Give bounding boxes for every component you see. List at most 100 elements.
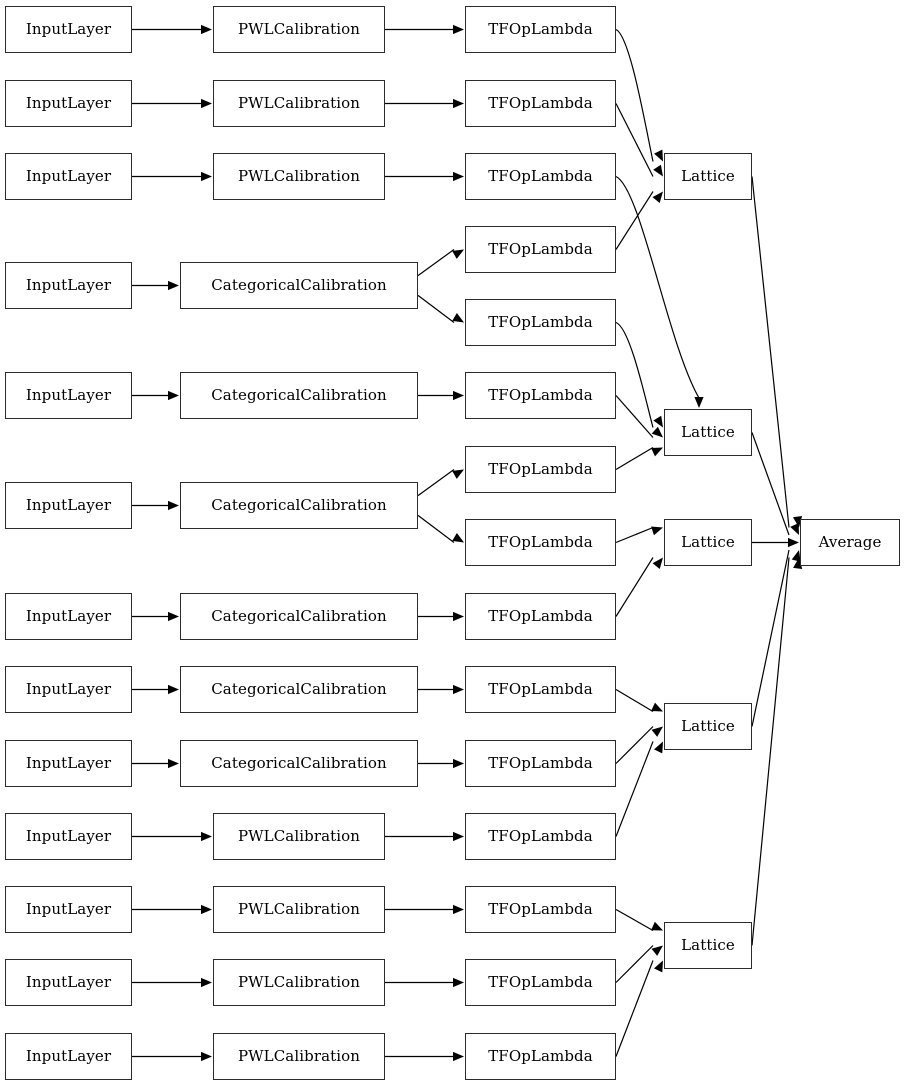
node-input-in1[interactable]: InputLayer	[5, 6, 132, 53]
arrowhead-cal11-to-tf13	[453, 904, 464, 915]
arrowhead-cal6-to-tf8	[452, 532, 464, 543]
node-tf-tf10[interactable]: TFOpLambda	[465, 666, 616, 713]
arrowhead-in1-to-cal1	[201, 24, 212, 35]
node-label: PWLCalibration	[237, 973, 361, 991]
node-tf-tf12[interactable]: TFOpLambda	[465, 813, 616, 860]
node-label: CategoricalCalibration	[211, 276, 387, 294]
node-cat-cal5[interactable]: CategoricalCalibration	[180, 372, 418, 419]
node-lattice-lat2[interactable]: Lattice	[664, 409, 752, 456]
node-label: InputLayer	[25, 386, 112, 404]
node-pwl-cal3[interactable]: PWLCalibration	[213, 153, 385, 200]
node-label: InputLayer	[25, 607, 112, 625]
node-input-in4[interactable]: InputLayer	[5, 262, 132, 309]
node-label: TFOpLambda	[488, 973, 593, 991]
node-cat-cal6[interactable]: CategoricalCalibration	[180, 482, 418, 529]
node-lattice-lat5[interactable]: Lattice	[664, 922, 752, 969]
node-label: TFOpLambda	[488, 900, 593, 918]
node-input-in5[interactable]: InputLayer	[5, 372, 132, 419]
arrowhead-in2-to-cal2	[201, 98, 212, 109]
node-tf-tf9[interactable]: TFOpLambda	[465, 593, 616, 640]
node-tf-tf6[interactable]: TFOpLambda	[465, 372, 616, 419]
node-label: Lattice	[681, 717, 735, 735]
edge-tf8-to-lat3	[615, 526, 654, 544]
node-input-in2[interactable]: InputLayer	[5, 80, 132, 127]
node-tf-tf11[interactable]: TFOpLambda	[465, 740, 616, 787]
arrowhead-tf8-to-lat3	[651, 526, 663, 536]
arrowhead-in5-to-cal5	[168, 390, 179, 401]
node-label: Lattice	[681, 167, 735, 185]
arrowhead-in6-to-cal6	[168, 500, 179, 511]
edge-lat5-to-avg	[751, 557, 790, 946]
node-input-in6[interactable]: InputLayer	[5, 482, 132, 529]
arrowhead-tf12-to-lat4	[654, 741, 663, 754]
node-tf-tf15[interactable]: TFOpLambda	[465, 1033, 616, 1080]
edge-cal4-to-tf4	[417, 249, 455, 277]
arrowhead-in11-to-cal11	[201, 904, 212, 915]
node-pwl-cal13[interactable]: PWLCalibration	[213, 1033, 385, 1080]
node-label: InputLayer	[25, 94, 112, 112]
edge-tf6-to-lat2	[615, 395, 654, 438]
node-tf-tf3[interactable]: TFOpLambda	[465, 153, 616, 200]
node-tf-tf7[interactable]: TFOpLambda	[465, 446, 616, 493]
edge-cal4-to-tf5	[417, 294, 455, 323]
node-cat-cal9[interactable]: CategoricalCalibration	[180, 740, 418, 787]
node-lattice-lat1[interactable]: Lattice	[664, 153, 752, 200]
arrowhead-tf7-to-lat2	[651, 447, 663, 457]
arrowhead-cal12-to-tf14	[453, 977, 464, 988]
edge-tf14-to-lat5	[615, 945, 654, 983]
edge-lat2-to-avg	[751, 432, 790, 536]
arrowhead-cal6-to-tf7	[452, 469, 464, 479]
arrowhead-lat2-to-avg	[790, 523, 799, 535]
arrowhead-in10-to-cal10	[201, 831, 212, 842]
node-lattice-lat3[interactable]: Lattice	[664, 519, 752, 566]
node-input-in11[interactable]: InputLayer	[5, 886, 132, 933]
edge-tf3-to-lat2	[615, 175, 700, 399]
node-input-in7[interactable]: InputLayer	[5, 593, 132, 640]
node-input-in8[interactable]: InputLayer	[5, 666, 132, 713]
edge-tf4-to-lat1	[615, 191, 654, 250]
node-pwl-cal2[interactable]: PWLCalibration	[213, 80, 385, 127]
edge-tf1-to-lat1	[615, 28, 654, 162]
arrowhead-cal13-to-tf15	[453, 1051, 464, 1062]
edge-tf13-to-lat5	[615, 908, 654, 932]
arrowhead-lat3-to-avg	[788, 537, 799, 548]
node-cat-cal8[interactable]: CategoricalCalibration	[180, 666, 418, 713]
node-input-in12[interactable]: InputLayer	[5, 959, 132, 1006]
node-lattice-lat4[interactable]: Lattice	[664, 703, 752, 750]
node-label: CategoricalCalibration	[211, 680, 387, 698]
node-average-avg[interactable]: Average	[800, 519, 900, 566]
edge-tf15-to-lat5	[615, 960, 654, 1057]
node-label: TFOpLambda	[488, 167, 593, 185]
edge-lat4-to-avg	[751, 549, 790, 727]
node-input-in3[interactable]: InputLayer	[5, 153, 132, 200]
node-tf-tf2[interactable]: TFOpLambda	[465, 80, 616, 127]
node-input-in13[interactable]: InputLayer	[5, 1033, 132, 1080]
arrowhead-cal1-to-tf1	[453, 24, 464, 35]
arrowhead-tf1-to-lat1	[654, 149, 663, 162]
arrowhead-cal4-to-tf4	[452, 249, 464, 259]
node-label: TFOpLambda	[488, 827, 593, 845]
node-tf-tf1[interactable]: TFOpLambda	[465, 6, 616, 53]
node-input-in10[interactable]: InputLayer	[5, 813, 132, 860]
edge-tf7-to-lat2	[615, 446, 654, 471]
node-input-in9[interactable]: InputLayer	[5, 740, 132, 787]
node-label: InputLayer	[25, 1047, 112, 1065]
node-tf-tf5[interactable]: TFOpLambda	[465, 299, 616, 346]
node-tf-tf8[interactable]: TFOpLambda	[465, 519, 616, 566]
node-pwl-cal10[interactable]: PWLCalibration	[213, 813, 385, 860]
edge-tf11-to-lat4	[615, 726, 654, 764]
node-pwl-cal11[interactable]: PWLCalibration	[213, 886, 385, 933]
arrowhead-in12-to-cal12	[201, 977, 212, 988]
node-cat-cal7[interactable]: CategoricalCalibration	[180, 593, 418, 640]
node-label: InputLayer	[25, 754, 112, 772]
node-pwl-cal12[interactable]: PWLCalibration	[213, 959, 385, 1006]
edge-tf5-to-lat2	[615, 321, 654, 428]
node-tf-tf13[interactable]: TFOpLambda	[465, 886, 616, 933]
node-cat-cal4[interactable]: CategoricalCalibration	[180, 262, 418, 309]
node-pwl-cal1[interactable]: PWLCalibration	[213, 6, 385, 53]
node-label: Average	[818, 533, 882, 551]
node-tf-tf4[interactable]: TFOpLambda	[465, 226, 616, 273]
node-tf-tf14[interactable]: TFOpLambda	[465, 959, 616, 1006]
arrowhead-in13-to-cal13	[201, 1051, 212, 1062]
